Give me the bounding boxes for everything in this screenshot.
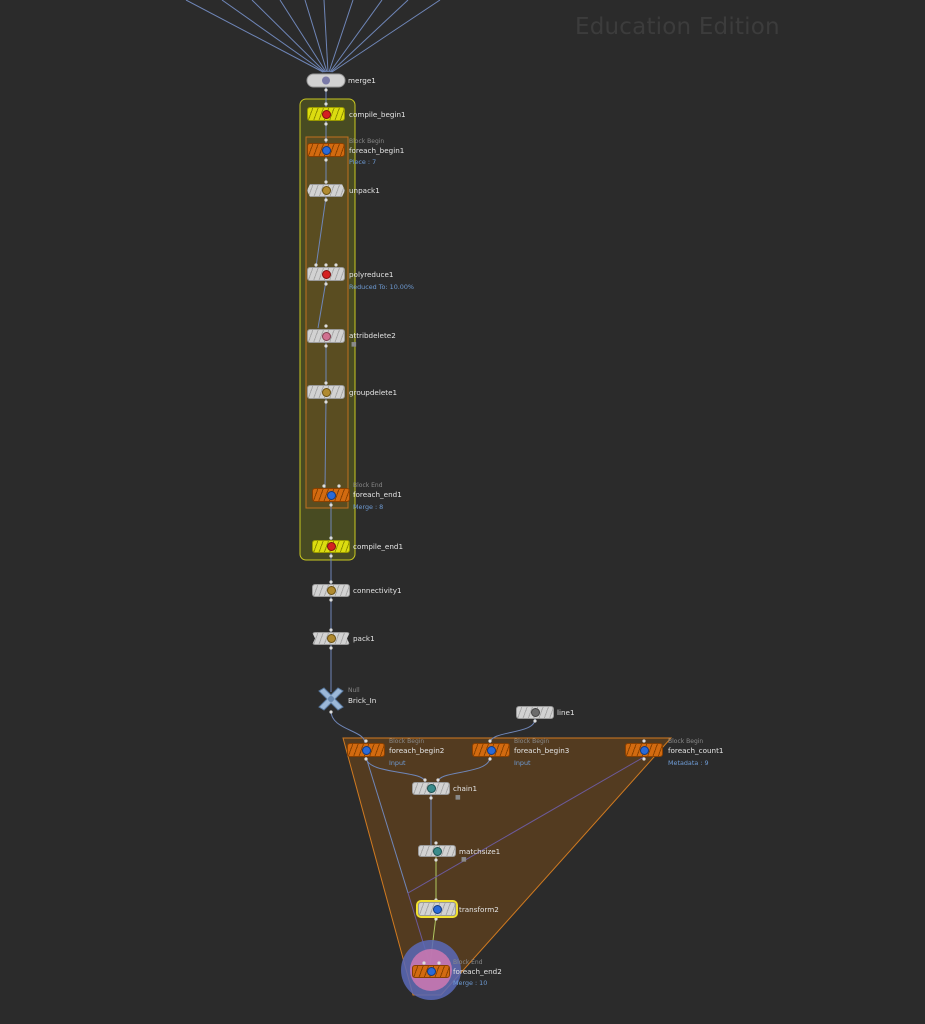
pack-icon — [326, 634, 336, 643]
foreach-end2-node[interactable] — [412, 965, 450, 978]
connectivity1-label: connectivity1 — [353, 586, 402, 595]
incoming-wires — [185, 0, 441, 73]
matchsize1-node[interactable] — [418, 845, 456, 857]
attribdelete2-flag: ■ — [351, 341, 357, 348]
foreach-begin1-info: Piece : 7 — [349, 158, 377, 166]
groupdelete-icon — [321, 387, 331, 397]
foreach-end2-icon — [426, 967, 436, 976]
line1-node[interactable] — [516, 706, 554, 719]
foreach-end1-tag: Block End — [353, 482, 383, 489]
foreach-begin1-label: foreach_begin1 — [349, 146, 405, 155]
brick-in-label: Brick_In — [348, 696, 377, 705]
compile-end-icon — [326, 542, 336, 551]
polyreduce1-node[interactable] — [307, 267, 345, 281]
compile-begin1-label: compile_begin1 — [349, 110, 406, 119]
foreach-begin2-tag: Block Begin — [389, 738, 425, 745]
foreach-begin-icon — [321, 145, 331, 155]
polyreduce1-label: polyreduce1 — [349, 270, 394, 279]
chain1-label: chain1 — [453, 784, 478, 793]
merge-icon — [322, 76, 330, 85]
foreach-block-2-region — [342, 737, 673, 996]
groupdelete1-label: groupdelete1 — [349, 388, 398, 397]
foreach-begin2-info: Input — [389, 759, 406, 767]
transform2-label: transform2 — [459, 905, 499, 914]
foreach-count1-tag: Block Begin — [668, 738, 704, 745]
foreach-block-1-region — [305, 136, 349, 509]
matchsize-icon — [432, 846, 442, 856]
foreach-begin1-node[interactable] — [307, 143, 345, 157]
connectivity1-node[interactable] — [312, 584, 350, 597]
unpack-icon — [321, 186, 331, 195]
foreach-begin2-icon — [361, 745, 371, 755]
foreach-count1-label: foreach_count1 — [668, 746, 724, 755]
chain-icon — [426, 784, 436, 793]
foreach-begin2-label: foreach_begin2 — [389, 746, 445, 755]
foreach-begin1-tag: Block Begin — [349, 138, 385, 145]
compile-end1-label: compile_end1 — [353, 542, 404, 551]
foreach-end1-node[interactable] — [312, 488, 350, 502]
compile-end1-node[interactable] — [312, 540, 350, 553]
transform2-node[interactable] — [416, 900, 458, 918]
attribdelete-icon — [321, 331, 331, 341]
pack1-node[interactable] — [312, 632, 350, 645]
chain1-node[interactable] — [412, 782, 450, 795]
line1-label: line1 — [557, 708, 575, 717]
foreach-end1-label: foreach_end1 — [353, 490, 402, 499]
brick-in-tag: Null — [348, 687, 360, 694]
attribdelete2-node[interactable] — [307, 329, 345, 343]
merge1-label: merge1 — [348, 76, 376, 85]
pack1-label: pack1 — [353, 634, 375, 643]
foreach-end2-label: foreach_end2 — [453, 967, 502, 976]
transform-icon — [432, 904, 442, 914]
chain1-flag: ■ — [455, 794, 461, 801]
matchsize1-flag: ■ — [461, 856, 467, 863]
foreach-count1-node[interactable] — [625, 743, 663, 757]
unpack1-node[interactable] — [307, 184, 345, 197]
foreach-end2-info: Merge : 10 — [453, 979, 488, 987]
foreach-begin2-node[interactable] — [347, 743, 385, 757]
brick-in-node[interactable] — [318, 687, 344, 711]
connectivity-icon — [326, 586, 336, 595]
compile-begin-icon — [321, 109, 331, 119]
foreach-begin3-icon — [486, 745, 496, 755]
foreach-begin3-info: Input — [514, 759, 531, 767]
matchsize1-label: matchsize1 — [459, 847, 501, 856]
foreach-end1-info: Merge : 8 — [353, 503, 384, 511]
foreach-begin3-label: foreach_begin3 — [514, 746, 570, 755]
unpack1-label: unpack1 — [349, 186, 380, 195]
attribdelete2-label: attribdelete2 — [349, 331, 396, 340]
connector-dots — [314, 88, 646, 965]
compile-begin1-node[interactable] — [307, 107, 345, 121]
foreach-end-icon — [326, 490, 336, 500]
foreach-count1-info: Metadata : 9 — [668, 759, 709, 767]
line-icon — [530, 708, 540, 717]
foreach-begin3-tag: Block Begin — [514, 738, 550, 745]
groupdelete1-node[interactable] — [307, 385, 345, 399]
polyreduce-icon — [321, 269, 331, 279]
polyreduce1-info: Reduced To: 10.00% — [349, 283, 415, 291]
foreach-end2-tag: Block End — [453, 959, 483, 966]
foreach-count-icon — [639, 745, 649, 755]
watermark: Education Edition — [575, 14, 780, 40]
metadata-wire — [407, 756, 645, 894]
foreach-begin3-node[interactable] — [472, 743, 510, 757]
